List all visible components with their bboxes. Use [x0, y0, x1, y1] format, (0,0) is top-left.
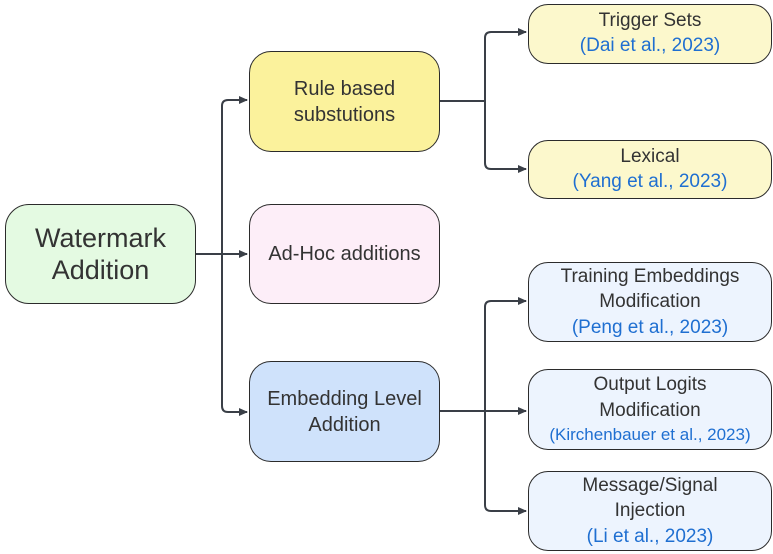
leaf-node-trigger-sets: Trigger Sets (Dai et al., 2023) [528, 4, 772, 64]
root-node-watermark-addition: Watermark Addition [5, 204, 196, 304]
message-label-line-2: Injection [614, 500, 686, 522]
trigger-label: Trigger Sets [598, 10, 702, 32]
leaf-node-output-logits: Output Logits Modification (Kirchenbauer… [528, 369, 772, 450]
training-label-line-1: Training Embeddings [560, 265, 740, 287]
branch-node-rule-based: Rule based substutions [249, 51, 440, 152]
message-label-line-1: Message/Signal [582, 474, 718, 496]
message-citation: (Li et al., 2023) [586, 525, 714, 547]
output-citation: (Kirchenbauer et al., 2023) [549, 424, 751, 444]
connector-rule-spine [484, 31, 492, 170]
connector-embed-spine [484, 300, 492, 512]
output-label-line-1: Output Logits [593, 374, 707, 396]
leaf-node-lexical: Lexical (Yang et al., 2023) [528, 140, 772, 199]
leaf-node-message-signal: Message/Signal Injection (Li et al., 202… [528, 471, 772, 551]
branch-node-embedding-level: Embedding Level Addition [249, 361, 440, 462]
adhoc-label: Ad-Hoc additions [268, 243, 421, 265]
lexical-label: Lexical [620, 145, 680, 167]
output-label-line-2: Modification [599, 400, 701, 422]
training-citation: (Peng et al., 2023) [571, 316, 729, 338]
lexical-citation: (Yang et al., 2023) [572, 170, 728, 192]
trigger-citation: (Dai et al., 2023) [579, 35, 721, 56]
root-label-line-1: Watermark [34, 222, 166, 253]
connector-root-spine [221, 99, 229, 413]
training-label-line-2: Modification [599, 291, 701, 313]
branch-node-ad-hoc: Ad-Hoc additions [249, 204, 440, 304]
root-label-line-2: Addition [51, 255, 150, 285]
embed-label-line-1: Embedding Level [267, 387, 422, 410]
rule-label-line-2: substutions [293, 103, 396, 126]
rule-label-line-1: Rule based [293, 77, 396, 100]
leaf-node-training-embeddings: Training Embeddings Modification (Peng e… [528, 262, 772, 342]
embed-label-line-2: Addition [308, 413, 381, 436]
